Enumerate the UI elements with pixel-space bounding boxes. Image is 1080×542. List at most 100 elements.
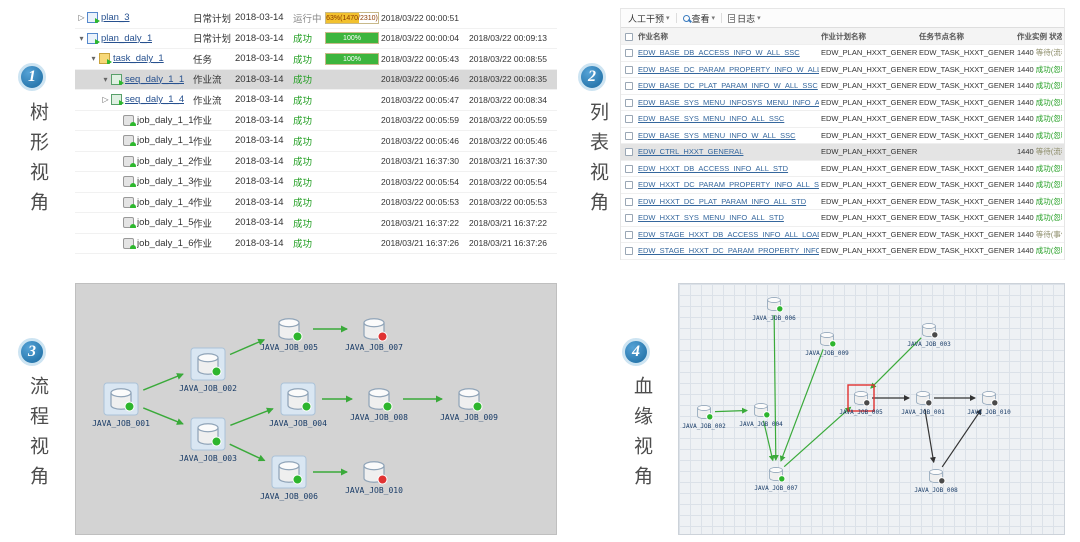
row-checkbox[interactable]: [624, 98, 633, 107]
row-checkbox[interactable]: [624, 214, 633, 223]
tree-node-name[interactable]: job_daly_1_5: [137, 217, 193, 229]
instance-status-cell: 1440 成功(忽略失败): [1015, 113, 1062, 124]
row-checkbox[interactable]: [624, 65, 633, 74]
list-row[interactable]: EDW_BASE_DC_PARAM_PROPERTY_INFO_W_ALL_SS…: [621, 62, 1064, 78]
job-node-java_job_004[interactable]: JAVA_JOB_004: [269, 382, 327, 428]
job-node-java_job_007[interactable]: JAVA_JOB_007: [345, 318, 403, 352]
tree-node-name[interactable]: job_daly_1_1: [137, 114, 193, 126]
tree-status-cell: 成功: [293, 236, 325, 250]
row-checkbox[interactable]: [624, 164, 633, 173]
tree-node-name[interactable]: job_daly_1_2: [137, 155, 193, 167]
header-instance-status[interactable]: 作业实例 状态: [1015, 31, 1062, 42]
job-node-java_job_010[interactable]: JAVA_JOB_010: [967, 391, 1011, 416]
job-name-link[interactable]: EDW_BASE_DC_PLAT_PARAM_INFO_W_ALL_SSC: [638, 81, 818, 91]
select-all-checkbox[interactable]: [624, 32, 633, 41]
row-checkbox[interactable]: [624, 181, 633, 190]
tree-node-name[interactable]: job_daly_1_6: [137, 237, 193, 249]
manual-intervention-button[interactable]: 人工干预 ▾: [625, 12, 673, 25]
job-name-link[interactable]: EDW_BASE_SYS_MENU_INFO_W_ALL_SSC: [638, 130, 796, 140]
row-checkbox[interactable]: [624, 82, 633, 91]
tree-node-name[interactable]: seq_daly_1_1: [125, 73, 185, 85]
job-name-link[interactable]: EDW_HXXT_DC_PARAM_PROPERTY_INFO_ALL_STD: [638, 180, 819, 190]
job-node-java_job_001[interactable]: JAVA_JOB_001: [901, 391, 945, 416]
expander-open-icon[interactable]: ▾: [79, 33, 84, 43]
tree-node-name[interactable]: plan_3: [101, 12, 130, 24]
header-job-name[interactable]: 作业名称: [638, 31, 668, 41]
job-node-java_job_003[interactable]: JAVA_JOB_003: [179, 417, 237, 463]
job-node-java_job_008[interactable]: JAVA_JOB_008: [914, 469, 958, 494]
expander-closed-icon[interactable]: ▷: [102, 95, 109, 105]
list-row[interactable]: EDW_BASE_SYS_MENU_INFOSYS_MENU_INFO_ALL_…: [621, 95, 1064, 111]
job-node-java_job_004[interactable]: JAVA_JOB_004: [739, 403, 783, 428]
row-checkbox[interactable]: [624, 131, 633, 140]
job-node-java_job_001[interactable]: JAVA_JOB_001: [92, 382, 150, 428]
job-node-java_job_007[interactable]: JAVA_JOB_007: [754, 467, 798, 492]
job-node-java_job_009[interactable]: JAVA_JOB_009: [440, 388, 498, 422]
job-node-java_job_008[interactable]: JAVA_JOB_008: [350, 388, 408, 422]
job-name-link[interactable]: EDW_STAGE_HXXT_DB_ACCESS_INFO_ALL_LOAD: [638, 229, 819, 239]
job-node-java_job_009[interactable]: JAVA_JOB_009: [805, 332, 849, 357]
job-node-java_job_002[interactable]: JAVA_JOB_002: [682, 405, 726, 430]
expander-open-icon[interactable]: ▾: [91, 54, 96, 64]
job-node-java_job_002[interactable]: JAVA_JOB_002: [179, 347, 237, 393]
job-name-link[interactable]: EDW_HXXT_DC_PLAT_PARAM_INFO_ALL_STD: [638, 196, 807, 206]
list-view-panel: 人工干预 ▾ 查看 ▾ 日志 ▾ 作业名称 作业计划名称 任务节点名称 作业实例…: [620, 8, 1065, 260]
job-node-java_job_005[interactable]: JAVA_JOB_005: [260, 318, 318, 352]
job-name-link[interactable]: EDW_BASE_DB_ACCESS_INFO_W_ALL_SSC: [638, 48, 800, 58]
job-name-link[interactable]: EDW_HXXT_SYS_MENU_INFO_ALL_STD: [638, 213, 784, 223]
tree-node-name[interactable]: job_daly_1_10: [137, 135, 193, 147]
job-node-java_job_006[interactable]: JAVA_JOB_006: [260, 455, 318, 501]
row-checkbox[interactable]: [624, 230, 633, 239]
tree-node-name[interactable]: job_daly_1_3: [137, 176, 193, 188]
job-node-java_job_003[interactable]: JAVA_JOB_003: [907, 323, 951, 348]
job-name-link[interactable]: EDW_BASE_SYS_MENU_INFO_ALL_SSC: [638, 114, 785, 124]
expander-open-icon[interactable]: ▾: [103, 74, 108, 84]
expander-closed-icon[interactable]: ▷: [78, 13, 85, 23]
job-name-link[interactable]: EDW_BASE_DC_PARAM_PROPERTY_INFO_W_ALL_SS…: [638, 64, 819, 74]
tree-node-name[interactable]: job_daly_1_4: [137, 196, 193, 208]
dag-edge-003-006: [229, 443, 266, 462]
tree-node-name[interactable]: seq_daly_1_4: [125, 94, 185, 106]
header-task-node-name[interactable]: 任务节点名称: [919, 31, 964, 41]
row-checkbox[interactable]: [624, 115, 633, 124]
job-node-java_job_006[interactable]: JAVA_JOB_006: [752, 297, 796, 322]
tree-node-name[interactable]: plan_daly_1: [101, 32, 153, 44]
row-checkbox[interactable]: [624, 247, 633, 256]
row-checkbox[interactable]: [624, 197, 633, 206]
job-name-link[interactable]: EDW_BASE_SYS_MENU_INFOSYS_MENU_INFO_ALL_…: [638, 97, 819, 107]
job-name-link[interactable]: EDW_STAGE_HXXT_DC_PARAM_PROPERTY_INFO_AL…: [638, 246, 819, 256]
list-row[interactable]: EDW_STAGE_HXXT_DC_PARAM_PROPERTY_INFO_AL…: [621, 243, 1064, 260]
job-node-java_job_010[interactable]: JAVA_JOB_010: [345, 461, 403, 495]
row-checkbox[interactable]: [624, 148, 633, 157]
job-name-link[interactable]: EDW_HXXT_DB_ACCESS_INFO_ALL_STD: [638, 163, 789, 173]
log-button[interactable]: 日志 ▾: [725, 12, 764, 25]
header-plan-name[interactable]: 作业计划名称: [821, 31, 866, 41]
job-name-link[interactable]: EDW_CTRL_HXXT_GENERAL: [638, 147, 744, 157]
job-node-java_job_005[interactable]: JAVA_JOB_005: [839, 384, 883, 416]
view-button[interactable]: 查看 ▾: [680, 12, 719, 25]
tree-node-name[interactable]: task_daly_1: [113, 53, 164, 65]
row-checkbox[interactable]: [624, 49, 633, 58]
